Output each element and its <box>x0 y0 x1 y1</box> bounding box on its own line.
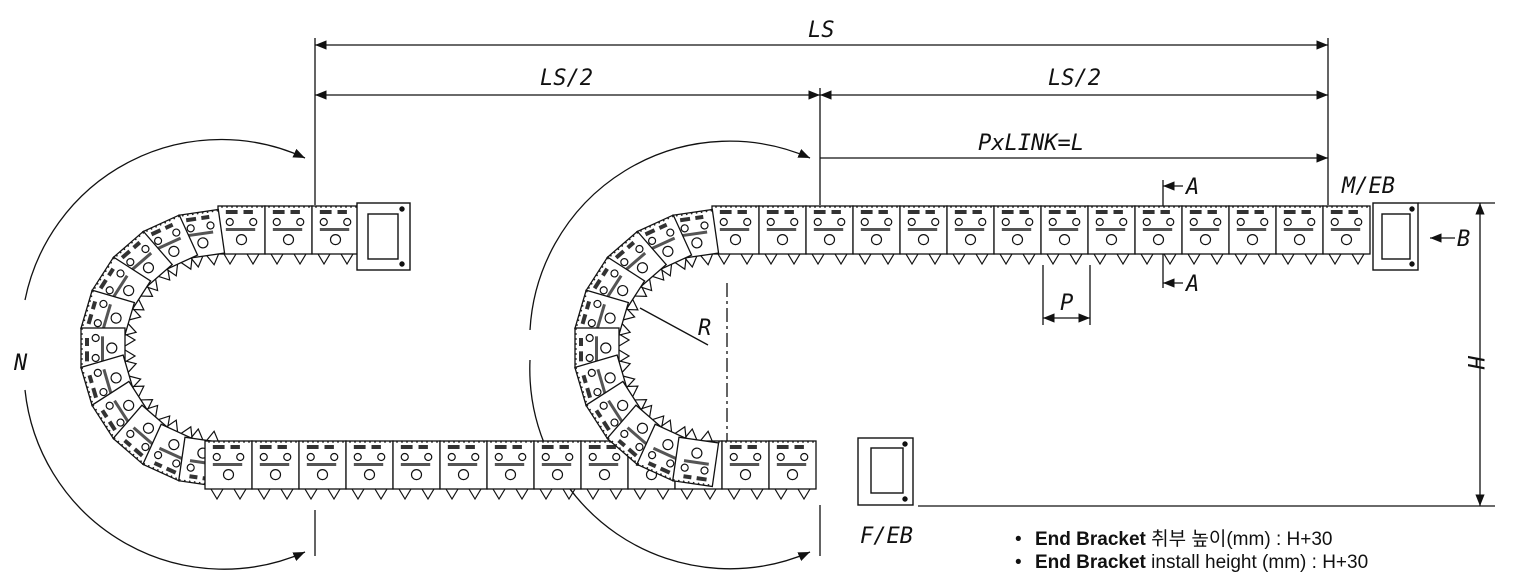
chain-link <box>1228 205 1277 266</box>
moving-end-label: M/EB <box>1341 174 1395 199</box>
view-b-label: B <box>1457 227 1470 252</box>
chain-link <box>574 327 631 369</box>
note-bold: End Bracket <box>1035 552 1146 573</box>
note-bullet: • <box>1015 552 1022 573</box>
chain-link <box>711 205 760 266</box>
chain-link <box>1040 205 1089 266</box>
chain-link <box>946 205 995 266</box>
note-text: 취부 높이(mm) : H+30 <box>1145 529 1333 550</box>
chain-upper-right <box>711 205 1371 266</box>
chain-bend-left <box>80 208 226 488</box>
chain-link <box>80 327 137 369</box>
chain-link <box>392 440 441 501</box>
chain-link <box>251 440 300 501</box>
chain-link <box>606 230 668 292</box>
ls-label: LS <box>808 18 835 43</box>
radius-label: R <box>698 316 711 341</box>
n-arc-lower <box>24 389 306 570</box>
chain-link <box>298 440 347 501</box>
section-a-top-label: A <box>1184 175 1199 200</box>
chain-link <box>768 440 817 501</box>
pitch-label: P <box>1060 291 1073 316</box>
pxlink-label: PxLINK=L <box>978 131 1084 156</box>
chain-link <box>1275 205 1324 266</box>
chain-link <box>345 440 394 501</box>
chain-upper-left <box>217 205 360 266</box>
chain-link <box>1134 205 1183 266</box>
chain-link <box>585 380 648 440</box>
chain-link <box>852 205 901 266</box>
chain-bend-right <box>574 208 720 488</box>
height-label: H <box>1462 355 1487 370</box>
chain-link <box>217 205 266 266</box>
note-bullet: • <box>1015 529 1022 550</box>
ls-half-left-label: LS/2 <box>540 66 593 91</box>
chain-link <box>1181 205 1230 266</box>
loop-arc-upper <box>529 140 811 331</box>
chain-link <box>264 205 313 266</box>
note-bold: End Bracket <box>1035 529 1146 550</box>
chain-link <box>311 205 360 266</box>
chain-link <box>671 427 720 488</box>
end-bracket-fixed <box>857 437 914 506</box>
n-arc-upper <box>24 138 306 301</box>
chain-link <box>91 380 154 440</box>
chain-link <box>805 205 854 266</box>
install-notes: • End Bracket 취부 높이(mm) : H+30 • End Brack… <box>1015 528 1368 574</box>
chain-link <box>1087 205 1136 266</box>
end-bracket-upper-left <box>356 202 411 271</box>
chain-lower <box>204 440 817 501</box>
chain-link <box>585 256 648 316</box>
end-bracket-moving <box>1372 202 1419 271</box>
note-text: install height (mm) : H+30 <box>1145 552 1369 573</box>
note-korean: • End Bracket 취부 높이(mm) : H+30 <box>1015 528 1368 551</box>
n-label: N <box>13 351 28 376</box>
dimension-lines <box>24 38 1495 570</box>
fixed-end-label: F/EB <box>860 524 913 549</box>
chain-link <box>439 440 488 501</box>
chain-link <box>1322 205 1371 266</box>
chain-link <box>899 205 948 266</box>
chain-link <box>533 440 582 501</box>
chain-link <box>204 440 253 501</box>
radius-line <box>639 307 709 346</box>
chain-link <box>721 440 770 501</box>
note-english: • End Bracket install height (mm) : H+30 <box>1015 551 1368 574</box>
chain-link <box>758 205 807 266</box>
ls-half-right-label: LS/2 <box>1048 66 1101 91</box>
loop-arc-lower <box>529 359 811 570</box>
chain-link <box>606 404 668 466</box>
chain-link <box>993 205 1042 266</box>
section-a-bottom-label: A <box>1184 272 1199 297</box>
chain-link <box>112 404 174 466</box>
chain-link <box>486 440 535 501</box>
